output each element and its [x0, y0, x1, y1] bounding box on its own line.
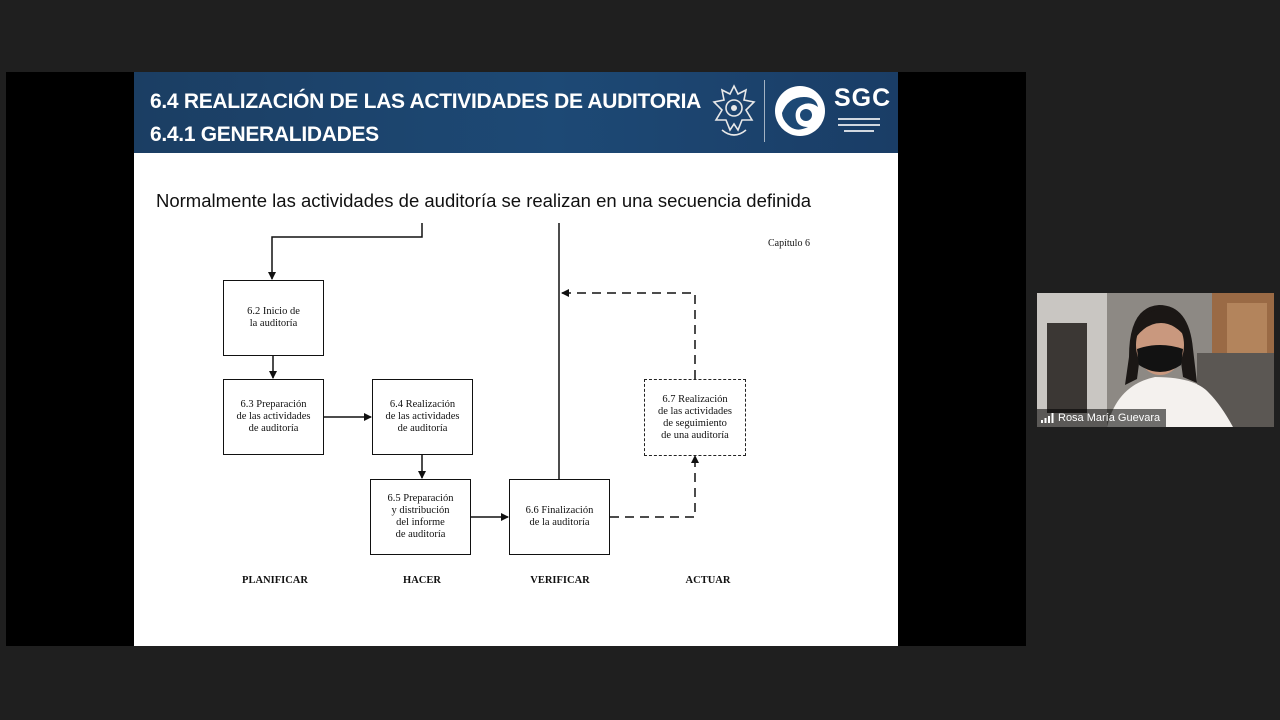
box-label: 6.6 Finalización de la auditoría — [525, 505, 594, 528]
phase-planificar: PLANIFICAR — [242, 575, 308, 586]
emblem-icon — [712, 84, 756, 136]
phase-verificar: VERIFICAR — [530, 575, 590, 586]
swirl-logo-icon — [775, 86, 825, 136]
sgc-logo-text: SGC — [834, 84, 892, 112]
box-label: 6.5 Preparación y distribución del infor… — [387, 493, 454, 540]
box-6-3-preparacion: 6.3 Preparación de las actividades de au… — [223, 379, 324, 455]
chapter-label: Capítulo 6 — [768, 238, 810, 249]
box-label: 6.2 Inicio de la auditoría — [247, 306, 300, 329]
phase-hacer: HACER — [403, 575, 441, 586]
phase-actuar: ACTUAR — [685, 575, 731, 586]
audit-flow-diagram — [268, 223, 699, 521]
box-6-7-seguimiento: 6.7 Realización de las actividades de se… — [644, 379, 746, 456]
logo-line — [838, 118, 880, 120]
header-divider — [764, 80, 765, 142]
participant-video-tile[interactable] — [1037, 293, 1274, 427]
entry-arrow — [268, 223, 423, 280]
slide-intro-text: Normalmente las actividades de auditoría… — [156, 190, 812, 211]
slide-title: 6.4 REALIZACIÓN DE LAS ACTIVIDADES DE AU… — [150, 90, 702, 113]
box-label: 6.4 Realización de las actividades de au… — [385, 399, 460, 434]
box-6-6-finalizacion: 6.6 Finalización de la auditoría — [509, 479, 610, 555]
box-label: 6.3 Preparación de las actividades de au… — [236, 399, 311, 434]
slide-header: 6.4 REALIZACIÓN DE LAS ACTIVIDADES DE AU… — [134, 72, 898, 153]
participant-name-tag: Rosa María Guevara — [1037, 409, 1167, 427]
logo-line — [844, 130, 874, 132]
arrow-67-back — [561, 289, 696, 379]
arrow-66-67 — [610, 455, 699, 518]
presentation-slide: 6.4 REALIZACIÓN DE LAS ACTIVIDADES DE AU… — [134, 72, 898, 646]
box-6-4-realizacion: 6.4 Realización de las actividades de au… — [372, 379, 473, 455]
box-6-2-inicio: 6.2 Inicio de la auditoría — [223, 280, 324, 356]
signal-strength-icon — [1041, 413, 1054, 423]
box-6-5-informe: 6.5 Preparación y distribución del infor… — [370, 479, 471, 555]
sgc-logo: SGC — [834, 84, 892, 142]
slide-subtitle: 6.4.1 GENERALIDADES — [150, 123, 379, 146]
box-label: 6.7 Realización de las actividades de se… — [657, 393, 733, 441]
participant-video — [1037, 293, 1274, 427]
participant-name: Rosa María Guevara — [1058, 412, 1161, 424]
logo-line — [838, 124, 880, 126]
